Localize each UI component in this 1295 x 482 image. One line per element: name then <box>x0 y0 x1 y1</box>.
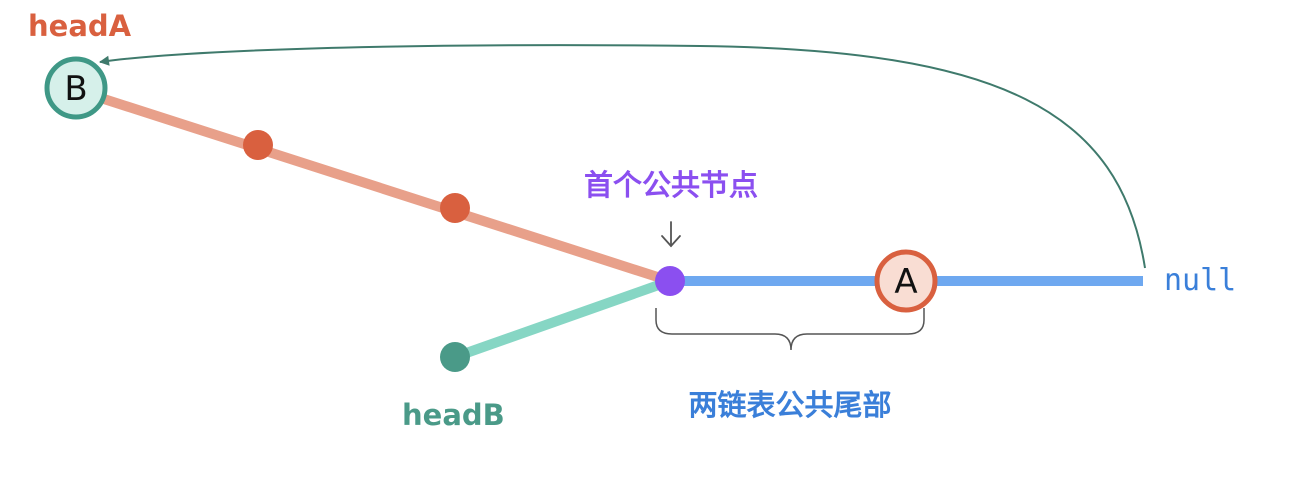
list-a-node-2 <box>440 193 470 223</box>
head-a-label: headA <box>28 9 132 43</box>
list-a-node-1 <box>243 130 273 160</box>
node-b-label: B <box>64 69 87 109</box>
common-tail-label: 两链表公共尾部 <box>688 388 891 422</box>
null-to-headA-arc <box>99 44 1146 269</box>
head-b-label: headB <box>402 398 505 432</box>
first-common-node <box>655 266 685 296</box>
down-arrow-icon <box>661 221 681 248</box>
list-b-head-node <box>440 342 470 372</box>
node-a: A <box>874 249 938 313</box>
first-common-node-label: 首个公共节点 <box>584 168 758 202</box>
node-b: B <box>44 56 108 120</box>
list-b-segment <box>450 276 675 362</box>
node-a-label: A <box>894 262 917 302</box>
list-a-segment <box>71 85 675 286</box>
common-tail-brace <box>655 308 925 351</box>
null-label: null <box>1164 263 1236 298</box>
